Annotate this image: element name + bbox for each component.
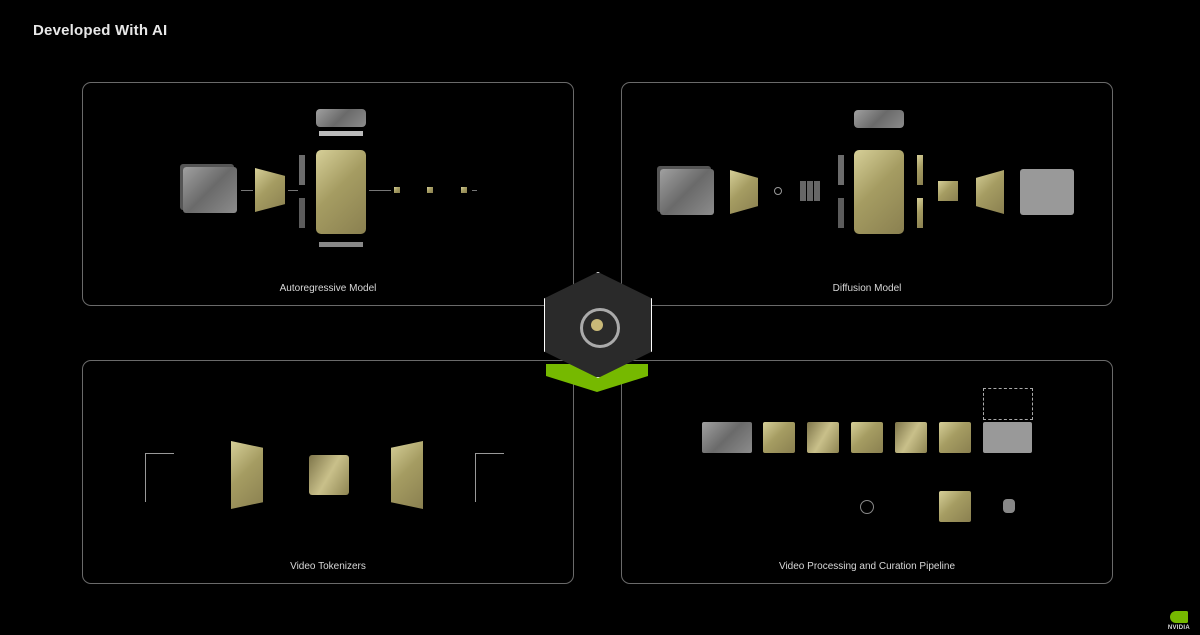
panel-video-curation-pipeline: Video Processing and Curation Pipeline <box>621 360 1113 584</box>
encoder-trapezoid <box>730 170 758 214</box>
nvidia-eye-icon <box>1169 611 1188 623</box>
panel-video-tokenizers: Video Tokenizers <box>82 360 574 584</box>
stage-1 <box>763 422 795 453</box>
dashed-output-box <box>983 388 1033 420</box>
output-video-frames <box>1020 169 1074 215</box>
token-column-bottom <box>299 198 305 228</box>
user-icon <box>860 500 874 514</box>
panel-label: Diffusion Model <box>832 283 902 294</box>
output-token <box>427 187 433 193</box>
output-token <box>461 187 467 193</box>
stage-4 <box>895 422 927 453</box>
input-video-frames <box>183 167 237 213</box>
stage-2 <box>807 422 839 453</box>
stage-3 <box>851 422 883 453</box>
output-signal-icon <box>475 453 504 502</box>
panel-label: Autoregressive Model <box>279 283 377 294</box>
curated-output-stage <box>983 422 1032 453</box>
token-cube-grid <box>309 455 349 495</box>
page-title: Developed With AI <box>33 22 168 39</box>
noise-node <box>774 187 782 195</box>
nvidia-logo: NVIDIA <box>1168 611 1190 631</box>
token-column-top <box>299 155 305 185</box>
decoder-panel <box>391 441 423 509</box>
transformer-block <box>854 150 904 234</box>
raw-video-stage <box>702 422 752 453</box>
panel-label: Video Tokenizers <box>290 561 366 572</box>
condition-block <box>854 110 904 128</box>
panel-diffusion-model: Diffusion Model <box>621 82 1113 306</box>
galaxy-cube-icon <box>544 272 652 400</box>
review-stage <box>939 491 971 522</box>
condition-block <box>316 109 366 127</box>
latent-grid <box>800 181 820 201</box>
panel-autoregressive-model: Autoregressive Model <box>82 82 574 306</box>
database-icon <box>1003 499 1015 513</box>
input-signal-icon <box>145 453 174 502</box>
input-video-frames <box>660 169 714 215</box>
encoder-trapezoid <box>255 168 285 212</box>
panel-label: Video Processing and Curation Pipeline <box>778 561 956 572</box>
decoder-trapezoid <box>976 170 1004 214</box>
denoised-grid <box>938 181 958 201</box>
encoder-panel <box>231 441 263 509</box>
stage-5 <box>939 422 971 453</box>
output-token <box>394 187 400 193</box>
transformer-block <box>316 150 366 234</box>
